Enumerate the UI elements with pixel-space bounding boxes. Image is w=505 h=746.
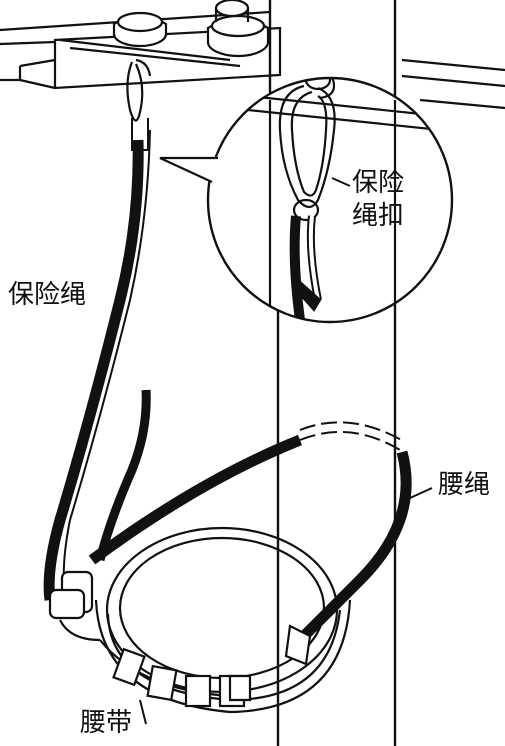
label-rope-clip-line2: 绳扣 <box>352 201 405 231</box>
safety-rope <box>43 58 152 601</box>
waist-rope <box>88 421 433 644</box>
zoom-callout <box>159 76 454 324</box>
label-safety-rope: 保险绳 <box>8 280 87 310</box>
waist-belt <box>48 526 352 725</box>
label-waist-belt: 腰带 <box>80 708 133 738</box>
label-rope-clip-line1: 保险 <box>352 168 405 198</box>
beam-bolts <box>112 0 270 58</box>
rope-end <box>95 389 151 562</box>
pole-bracket <box>401 58 505 110</box>
label-waist-rope: 腰绳 <box>438 470 491 500</box>
